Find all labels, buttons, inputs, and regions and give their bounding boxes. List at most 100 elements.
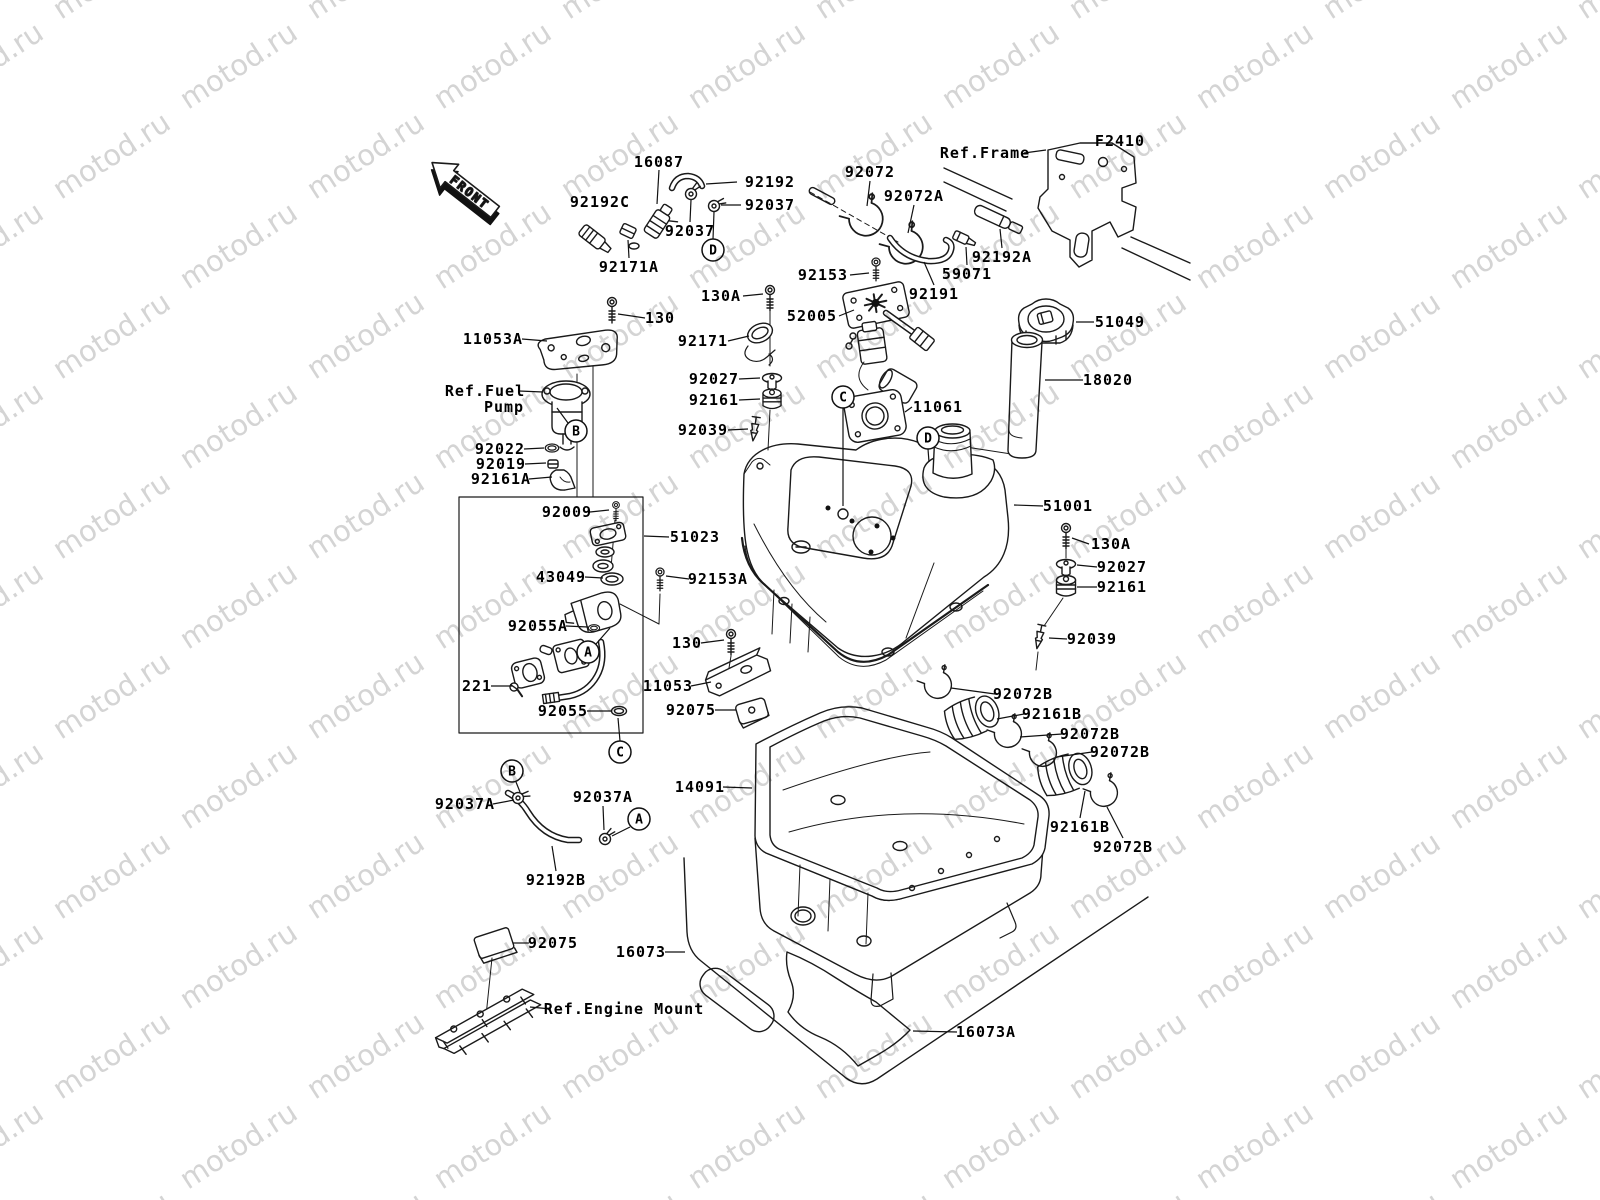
- part-label-92037a: 92037A: [573, 788, 633, 806]
- ref-circle-d: [701, 238, 725, 262]
- leader-line: [492, 799, 515, 805]
- part-label-92072: 92072: [845, 163, 895, 181]
- leader-line: [656, 169, 660, 205]
- part-label-92037: 92037: [665, 222, 715, 240]
- watermark-text: motod.ru: [1316, 1005, 1446, 1106]
- part-label-52005: 52005: [787, 307, 837, 325]
- part-label-92022: 92022: [475, 440, 525, 458]
- watermark-text: motod.ru: [300, 645, 430, 746]
- watermark-text: motod.ru: [300, 1185, 430, 1200]
- watermark-text: motod.ru: [173, 375, 303, 476]
- part-label-ref-frame: Ref.Frame: [940, 144, 1030, 162]
- watermark-text: motod.ru: [1570, 105, 1600, 206]
- gasket-11061: [843, 389, 907, 443]
- leader-line: [627, 239, 630, 259]
- leader-line: [950, 687, 996, 695]
- ref-circle-letter-d: D: [924, 432, 932, 447]
- leader-line: [690, 681, 712, 687]
- watermark-text: motod.ru: [427, 915, 557, 1016]
- watermark-text: motod.ru: [1570, 1185, 1600, 1200]
- part-label-92072b: 92072B: [1060, 725, 1120, 743]
- watermark-text: motod.ru: [1443, 915, 1573, 1016]
- part-label-16087: 16087: [634, 153, 684, 171]
- tank-tray-drawing: [754, 706, 1050, 1007]
- watermark-text: motod.ru: [1316, 645, 1446, 746]
- oring-92055a: [587, 624, 601, 632]
- leader-line: [551, 845, 557, 872]
- leader-line: [589, 509, 610, 513]
- heat-shield-drawing: [683, 857, 1149, 1085]
- bolt-92153a: [655, 567, 665, 592]
- watermark-text: motod.ru: [1570, 285, 1600, 386]
- watermark-text: motod.ru: [808, 0, 938, 26]
- watermark-text: motod.ru: [1316, 285, 1446, 386]
- watermark-text: motod.ru: [0, 195, 49, 296]
- ref-circle-letter-b: B: [508, 765, 516, 780]
- leader-line: [665, 575, 690, 580]
- watermark-text: motod.ru: [1062, 645, 1192, 746]
- leader-line: [643, 535, 670, 538]
- watermark-text: motod.ru: [300, 0, 430, 26]
- ref-circle-letter-d: D: [709, 244, 717, 259]
- leader-line: [1048, 637, 1068, 640]
- ring-92171: [746, 322, 774, 344]
- part-label-16073: 16073: [616, 943, 666, 961]
- watermark-text: motod.ru: [1316, 465, 1446, 566]
- part-label-11053a: 11053A: [463, 330, 523, 348]
- tank-fitting-parts: [808, 186, 1024, 273]
- watermark-text: motod.ru: [173, 915, 303, 1016]
- diaphragm-43049: [600, 572, 624, 586]
- watermark-text: motod.ru: [1062, 0, 1192, 26]
- watermark-text: motod.ru: [1316, 0, 1446, 26]
- watermark-text: motod.ru: [46, 1005, 176, 1106]
- damper-92161a: [549, 469, 576, 491]
- watermark-text: motod.ru: [46, 465, 176, 566]
- part-label-92027: 92027: [689, 370, 739, 388]
- ref-circle-a: [576, 640, 600, 664]
- part-label-92171a: 92171A: [599, 258, 659, 276]
- part-label-92153: 92153: [798, 266, 848, 284]
- part-label-16073a: 16073A: [956, 1023, 1016, 1041]
- part-label-92161: 92161: [1097, 578, 1147, 596]
- watermark-text: motod.ru: [808, 1005, 938, 1106]
- watermark-text: motod.ru: [935, 15, 1065, 116]
- leader-line: [742, 293, 764, 297]
- ref-circle-letter-c: C: [839, 391, 847, 406]
- ref-circle-a: [627, 807, 651, 831]
- tank-mount-parts-right: [1032, 522, 1077, 671]
- engine-mount-drawing: [434, 927, 542, 1055]
- bracket-11053: [704, 647, 772, 697]
- watermark-text: motod.ru: [1443, 195, 1573, 296]
- nut-92171a: [619, 223, 637, 239]
- part-label-92161a: 92161A: [471, 470, 531, 488]
- part-label-51001: 51001: [1043, 497, 1093, 515]
- bracket-11053a: [537, 329, 618, 371]
- watermark-text: motod.ru: [1189, 15, 1319, 116]
- part-label-92192: 92192: [745, 173, 795, 191]
- watermark-text: motod.ru: [300, 285, 430, 386]
- watermark-text: motod.ru: [1570, 0, 1600, 26]
- leader-lines-layer: [491, 149, 1124, 1033]
- watermark-text: motod.ru: [173, 735, 303, 836]
- part-label-18020: 18020: [1083, 371, 1133, 389]
- fuel-joint-parts: [578, 172, 728, 254]
- ref-circle-letter-c: C: [616, 746, 624, 761]
- part-label-92009: 92009: [542, 503, 592, 521]
- ref-circle-c: [608, 740, 632, 764]
- watermark-text: motod.ru: [0, 555, 49, 656]
- leader-line: [849, 272, 870, 276]
- part-label-92161: 92161: [689, 391, 739, 409]
- watermark-text: motod.ru: [173, 1095, 303, 1196]
- ref-circle-b: [500, 759, 524, 783]
- fuel-cap-drawing: [965, 298, 1075, 459]
- leader-line: [1013, 504, 1044, 507]
- ref-circle-b: [564, 419, 588, 443]
- part-label-pump: Pump: [484, 398, 524, 416]
- watermark-text: motod.ru: [1189, 195, 1319, 296]
- filler-neck: [932, 431, 973, 479]
- part-label-14091: 14091: [675, 778, 725, 796]
- watermark-text: motod.ru: [0, 915, 49, 1016]
- leader-line: [838, 309, 855, 317]
